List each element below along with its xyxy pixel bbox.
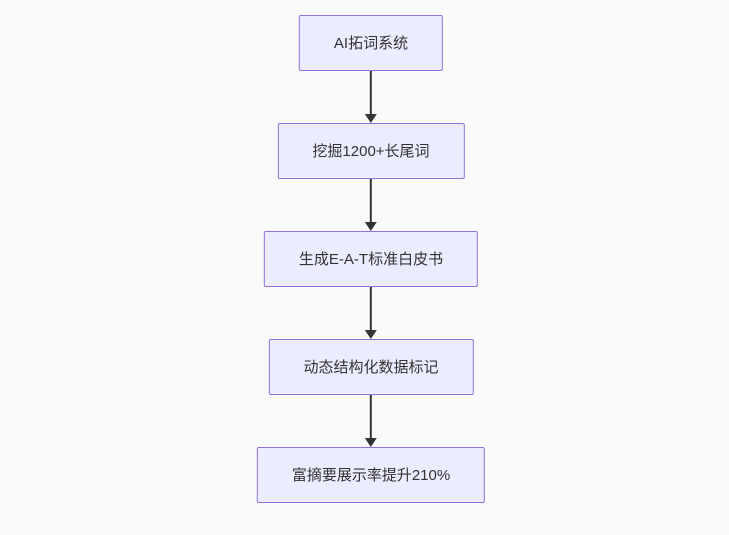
flow-node-eat-whitepaper: 生成E-A-T标准白皮书	[263, 231, 479, 287]
arrow-down-3	[364, 287, 378, 339]
flow-node-longtail-keywords: 挖掘1200+长尾词	[277, 123, 465, 179]
arrow-line	[370, 287, 372, 330]
node-label: 挖掘1200+长尾词	[312, 142, 430, 160]
arrow-down-4	[364, 395, 378, 447]
flow-node-rich-snippet-uplift: 富摘要展示率提升210%	[256, 447, 486, 503]
arrow-line	[370, 179, 372, 222]
arrow-head-icon	[365, 114, 377, 123]
arrow-down-2	[364, 179, 378, 231]
flowchart: AI拓词系统 挖掘1200+长尾词 生成E-A-T标准白皮书 动态结构化数据标记…	[256, 15, 486, 503]
flow-node-structured-data-markup: 动态结构化数据标记	[268, 339, 474, 395]
arrow-down-1	[364, 71, 378, 123]
node-label: 生成E-A-T标准白皮书	[298, 250, 444, 268]
flow-node-ai-word-expansion: AI拓词系统	[298, 15, 444, 71]
arrow-head-icon	[365, 222, 377, 231]
node-label: AI拓词系统	[333, 34, 409, 52]
node-label: 动态结构化数据标记	[303, 358, 439, 376]
arrow-head-icon	[365, 438, 377, 447]
arrow-line	[370, 395, 372, 438]
arrow-line	[370, 71, 372, 114]
node-label: 富摘要展示率提升210%	[291, 466, 451, 484]
arrow-head-icon	[365, 330, 377, 339]
